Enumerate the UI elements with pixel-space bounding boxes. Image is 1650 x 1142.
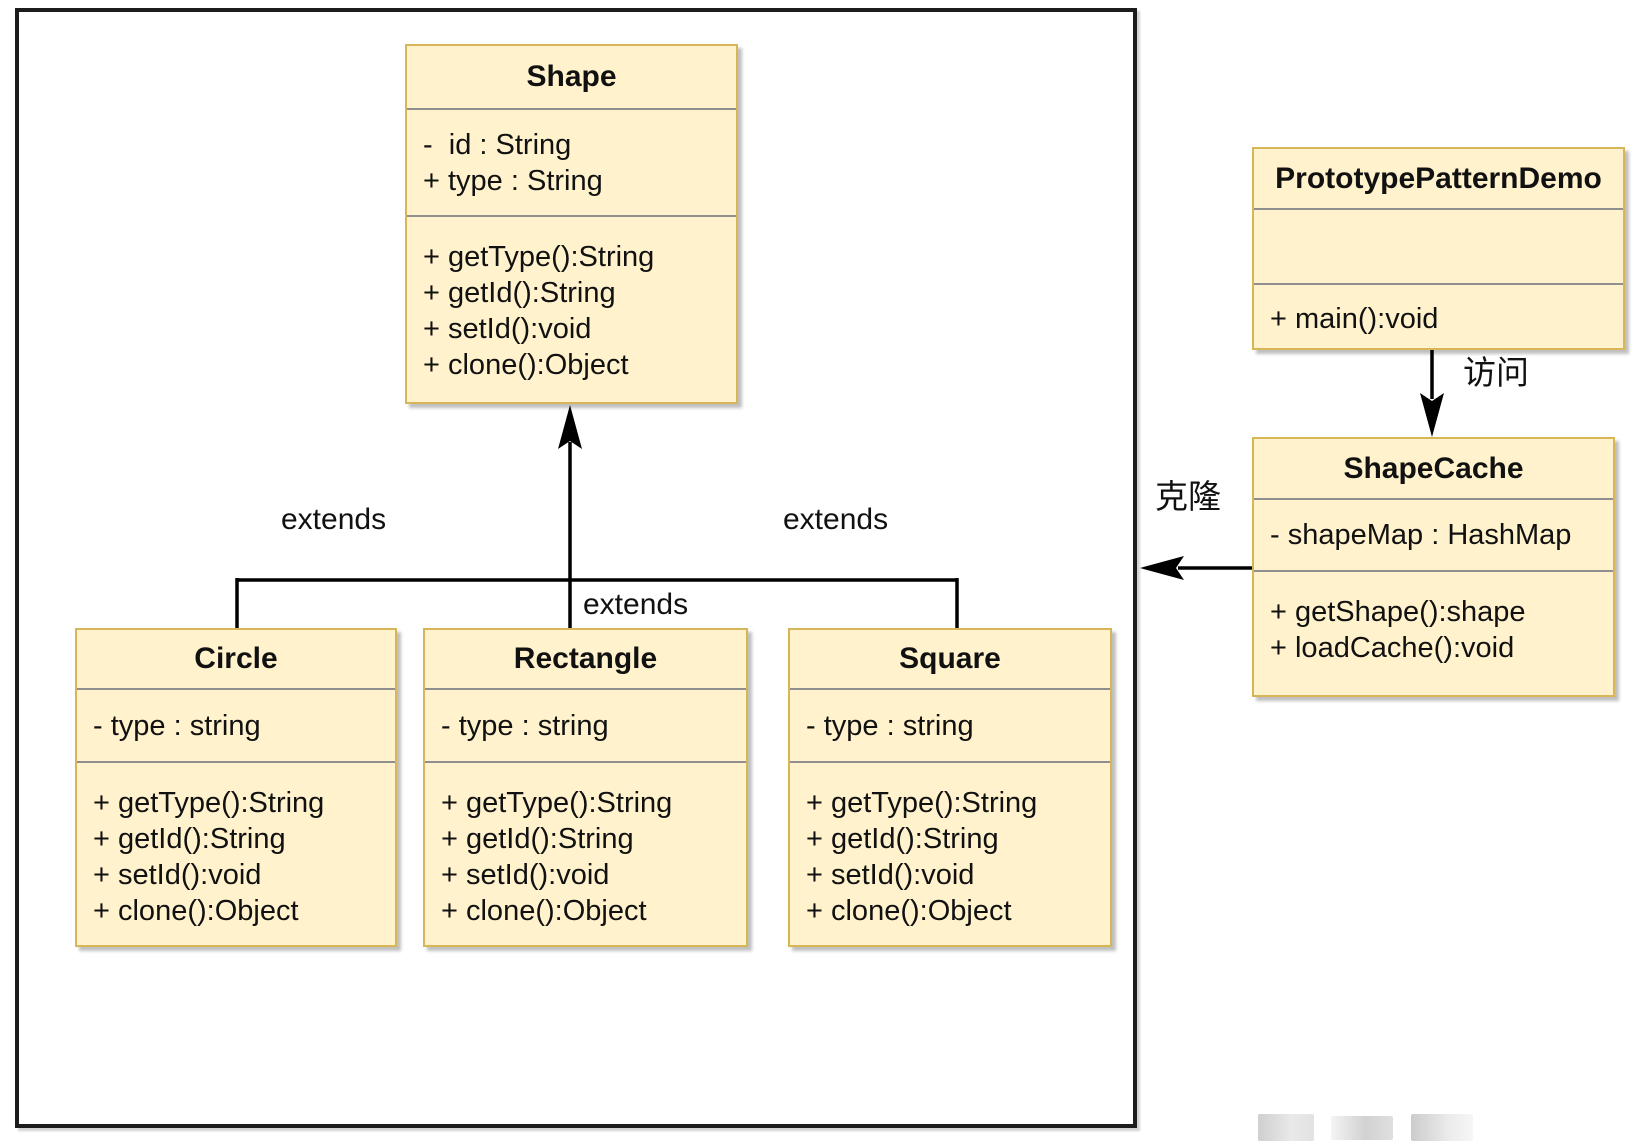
member-row: + setId():void — [441, 859, 610, 891]
member-row: + getId():String — [423, 277, 616, 309]
member-row: - id : String — [423, 128, 572, 161]
class-rectangle-title: Rectangle — [425, 630, 746, 690]
member-row: + clone():Object — [423, 349, 629, 381]
class-square: Square - type : string + getType():Strin… — [788, 628, 1112, 947]
clone-arrowhead — [1140, 556, 1184, 580]
member-row: + getType():String — [93, 787, 325, 819]
member-row: + setId():void — [423, 313, 592, 345]
class-circle-attributes: - type : string — [77, 690, 395, 763]
class-prototypepatterndemo-attributes — [1254, 210, 1623, 285]
watermark-block — [1411, 1114, 1473, 1141]
class-prototypepatterndemo: PrototypePatternDemo + main():void — [1252, 147, 1625, 350]
member-row: + getType():String — [806, 787, 1038, 819]
class-rectangle-attributes: - type : string — [425, 690, 746, 763]
watermark-block — [1258, 1114, 1314, 1141]
member-row: - shapeMap : HashMap — [1270, 519, 1572, 551]
class-shape-attributes: - id : String+ type : String — [407, 110, 736, 217]
member-row: - type : string — [806, 709, 974, 742]
clone-label: 克隆 — [1152, 480, 1224, 514]
member-row: + getId():String — [441, 823, 634, 855]
class-shape: Shape - id : String+ type : String + get… — [405, 44, 738, 404]
class-circle: Circle - type : string + getType():Strin… — [75, 628, 397, 947]
member-row: + type : String — [423, 164, 603, 197]
class-rectangle-methods: + getType():String + getId():String + setI… — [425, 763, 746, 944]
extends-label-left: extends — [278, 503, 390, 537]
watermark-block — [1331, 1116, 1393, 1140]
member-row: + getShape():shape — [1270, 596, 1526, 628]
member-row: + main():void — [1270, 303, 1439, 335]
member-row: - type : string — [441, 709, 609, 742]
extends-label-middle: extends — [580, 588, 692, 622]
member-row: + clone():Object — [93, 895, 299, 927]
package-boundary — [15, 8, 1137, 1128]
class-shapecache-attributes: - shapeMap : HashMap — [1254, 500, 1613, 572]
class-shape-methods: + getType():String + getId():String + setI… — [407, 217, 736, 401]
member-row: + clone():Object — [806, 895, 1012, 927]
member-row: + setId():void — [93, 859, 262, 891]
member-row: + getId():String — [806, 823, 999, 855]
class-shapecache-methods: + getShape():shape + loadCache():void — [1254, 572, 1613, 694]
class-square-title: Square — [790, 630, 1110, 690]
class-shapecache: ShapeCache - shapeMap : HashMap + getSha… — [1252, 437, 1615, 697]
class-shapecache-title: ShapeCache — [1254, 439, 1613, 500]
class-circle-methods: + getType():String + getId():String + setI… — [77, 763, 395, 944]
member-row: - type : string — [93, 709, 261, 742]
member-row: + getType():String — [423, 241, 655, 273]
extends-label-right: extends — [780, 503, 892, 537]
class-shape-title: Shape — [407, 46, 736, 110]
member-row: + getType():String — [441, 787, 673, 819]
class-square-attributes: - type : string — [790, 690, 1110, 763]
class-prototypepatterndemo-methods: + main():void — [1254, 285, 1623, 347]
class-circle-title: Circle — [77, 630, 395, 690]
class-square-methods: + getType():String + getId():String + setI… — [790, 763, 1110, 944]
member-row: + clone():Object — [441, 895, 647, 927]
class-rectangle: Rectangle - type : string + getType():St… — [423, 628, 748, 947]
member-row: + setId():void — [806, 859, 975, 891]
access-arrowhead — [1420, 393, 1444, 437]
class-prototypepatterndemo-title: PrototypePatternDemo — [1254, 149, 1623, 210]
member-row: + loadCache():void — [1270, 632, 1515, 664]
member-row: + getId():String — [93, 823, 286, 855]
access-label: 访问 — [1460, 356, 1532, 390]
